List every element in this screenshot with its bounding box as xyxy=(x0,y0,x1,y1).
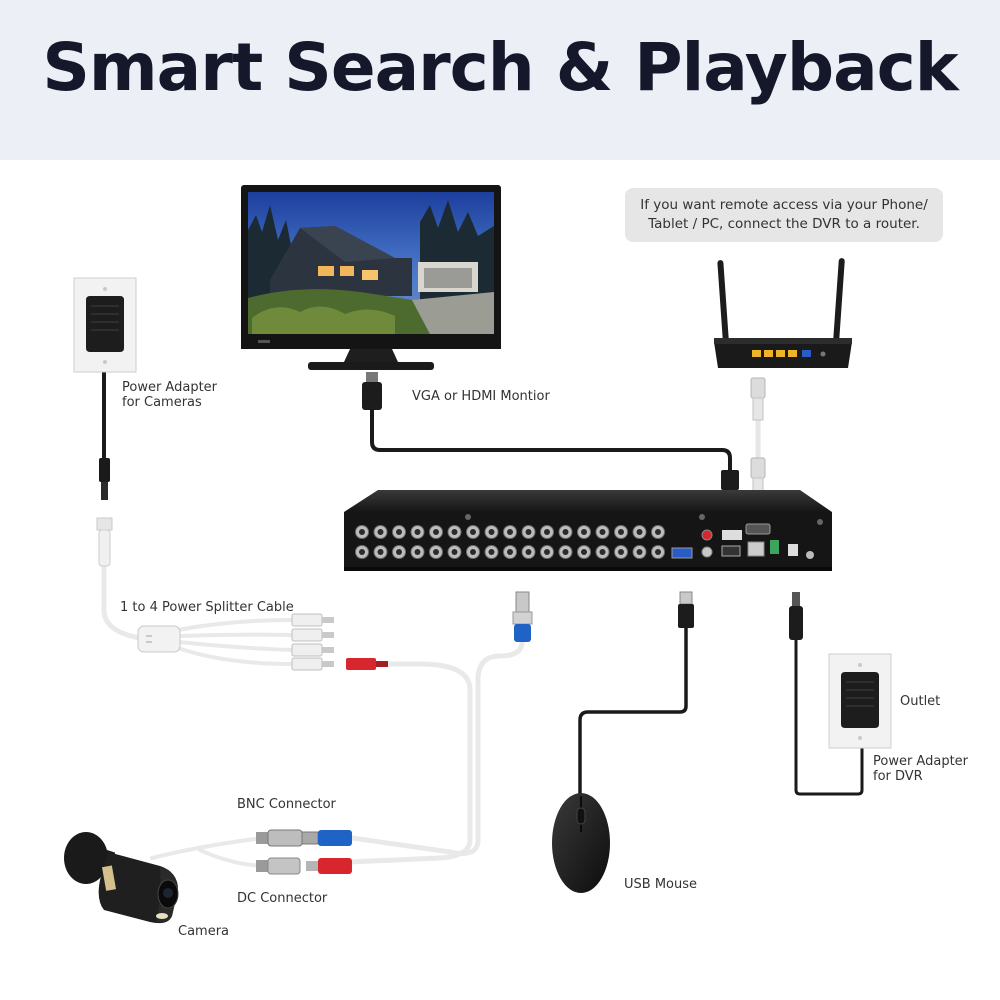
dvr-bnc-port xyxy=(651,525,665,539)
camera-dc-connector xyxy=(256,857,352,875)
label-power-adapter-cameras: Power Adapter for Cameras xyxy=(122,380,217,410)
label-dc-connector: DC Connector xyxy=(237,891,328,906)
dvr-bnc-port xyxy=(392,545,406,559)
dvr-bnc-port xyxy=(540,525,554,539)
remote-access-text: If you want remote access via your Phone… xyxy=(640,197,928,232)
dvr-bnc-port xyxy=(410,525,425,539)
splitter-branches xyxy=(176,618,294,666)
dvr-power-cable xyxy=(794,640,864,796)
dvr-bnc-port xyxy=(540,545,554,559)
usb-mouse-cable xyxy=(578,626,688,802)
dvr-bnc-port xyxy=(521,525,536,539)
splitter-output-plugs xyxy=(291,613,388,671)
dvr-bnc-port xyxy=(373,525,388,539)
dvr-bnc-port xyxy=(466,525,480,539)
dvr-bnc-port xyxy=(595,545,610,559)
dvr-bnc-port xyxy=(484,545,499,559)
label-outlet: Outlet xyxy=(900,694,941,709)
header-banner: Smart Search & Playback xyxy=(0,0,1000,160)
dvr-icon xyxy=(344,490,832,571)
splitter-input-cable xyxy=(101,562,143,641)
dvr-bnc-port xyxy=(429,525,443,539)
camera-pigtail xyxy=(150,836,264,868)
label-splitter: 1 to 4 Power Splitter Cable xyxy=(120,600,294,615)
usb-plug xyxy=(678,591,694,628)
dvr-bnc-port xyxy=(355,525,369,539)
mouse-icon xyxy=(552,793,610,893)
ethernet-plug-bottom xyxy=(750,457,766,499)
tv-icon xyxy=(241,185,501,370)
dvr-power-plug xyxy=(789,592,803,640)
dvr-bnc-port xyxy=(558,545,573,559)
hdmi-plug-top xyxy=(362,372,382,410)
page-title: Smart Search & Playback xyxy=(42,29,958,106)
dvr-bnc-port xyxy=(614,545,628,559)
dvr-bnc-port xyxy=(410,545,425,559)
dvr-bnc-port xyxy=(577,545,591,559)
dvr-power-adapter-icon xyxy=(828,653,892,749)
hdmi-cable xyxy=(370,408,732,480)
label-camera: Camera xyxy=(178,924,230,939)
router-icon xyxy=(714,258,852,368)
label-power-adapter-dvr: Power Adapter for DVR xyxy=(873,754,968,784)
dvr-bnc-port xyxy=(503,525,517,539)
splitter-icon xyxy=(137,625,181,653)
dvr-bnc-port xyxy=(447,525,462,539)
camera-icon xyxy=(64,832,179,924)
label-usb-mouse: USB Mouse xyxy=(624,877,697,892)
label-vga-hdmi: VGA or HDMI Montior xyxy=(412,389,550,404)
dvr-bnc-port xyxy=(577,525,591,539)
extension-cable-bnc xyxy=(349,639,525,856)
dc-plug-camera-adapter xyxy=(96,458,113,567)
dvr-bnc-port xyxy=(355,545,369,559)
dvr-bnc-port xyxy=(429,545,443,559)
dvr-bnc-port xyxy=(595,525,610,539)
label-power-adapter-cameras-line1: Power Adapter xyxy=(122,380,218,395)
dvr-bnc-port xyxy=(558,525,573,539)
label-bnc-connector: BNC Connector xyxy=(237,797,336,812)
dvr-bnc-port xyxy=(521,545,536,559)
dvr-bnc-port xyxy=(614,525,628,539)
camera-power-adapter-icon xyxy=(73,277,137,373)
dvr-bnc-port xyxy=(632,525,647,539)
bnc-plug-dvr xyxy=(512,591,533,642)
dvr-bnc-port xyxy=(392,525,406,539)
dvr-bnc-port xyxy=(466,545,480,559)
dvr-bnc-port xyxy=(651,545,665,559)
remote-access-note: If you want remote access via your Phone… xyxy=(625,188,943,242)
label-power-adapter-dvr-line1: Power Adapter xyxy=(873,754,969,769)
dvr-bnc-port xyxy=(373,545,388,559)
extension-cable-dc xyxy=(345,661,473,865)
dvr-bnc-port xyxy=(503,545,517,559)
label-power-adapter-cameras-line2: for Cameras xyxy=(122,395,202,410)
dvr-bnc-port xyxy=(484,525,499,539)
label-power-adapter-dvr-line2: for DVR xyxy=(873,769,923,784)
camera-bnc-connector xyxy=(256,829,352,847)
ethernet-plug-top xyxy=(750,377,766,421)
dvr-bnc-port xyxy=(447,545,462,559)
dvr-bnc-port xyxy=(632,545,647,559)
